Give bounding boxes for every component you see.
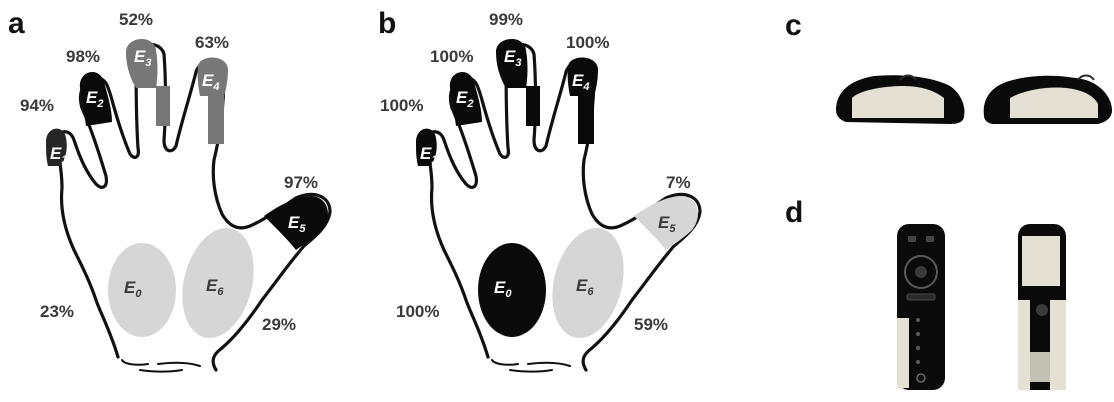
remote-front-view [897, 224, 945, 390]
panel-c-letter: c [785, 9, 802, 42]
label-a-E0-sub: 0 [135, 288, 142, 300]
percent-a-E4: 63% [195, 33, 229, 52]
label-b-E3: E [504, 47, 516, 66]
percent-b-E5: 7% [666, 173, 691, 192]
label-b-E1: E [420, 144, 432, 163]
label-a-E1-sub: 1 [61, 154, 67, 166]
label-a-E3: E [134, 47, 146, 66]
remote-back-view [1018, 224, 1066, 390]
percent-a-E6: 29% [262, 315, 296, 334]
label-b-E2: E [456, 88, 468, 107]
percent-b-E3: 99% [489, 10, 523, 29]
percent-b-E0: 100% [396, 302, 439, 321]
panel-c: c [785, 9, 1112, 124]
electrode-a-E0: E0 [108, 243, 176, 337]
label-b-E3-sub: 3 [515, 57, 521, 69]
label-b-E2-sub: 2 [466, 98, 473, 110]
percent-b-E4: 100% [566, 33, 609, 52]
label-b-E5: E [658, 213, 670, 232]
electrode-b-E6: E6 [541, 220, 634, 345]
mouse-left-view [836, 75, 964, 124]
electrode-b-E0: E0 [478, 243, 546, 337]
label-a-E0: E [124, 278, 136, 297]
electrode-a-E6: E6 [171, 220, 264, 345]
panel-d-letter: d [785, 196, 803, 229]
percent-a-E2: 98% [66, 47, 100, 66]
label-a-E2-sub: 2 [96, 98, 103, 110]
electrode-b-E5: E5 [634, 196, 698, 250]
percent-b-E6: 59% [634, 315, 668, 334]
panel-a-letter: a [8, 7, 25, 40]
percent-a-E0: 23% [40, 302, 74, 321]
label-a-E4: E [202, 71, 214, 90]
label-b-E0-sub: 0 [505, 288, 512, 300]
percent-b-E1: 100% [380, 96, 423, 115]
electrode-a-E5: E5 [264, 196, 328, 250]
label-b-E0: E [494, 278, 506, 297]
label-a-E2: E [86, 88, 98, 107]
panel-b-letter: b [378, 7, 396, 40]
label-b-E4: E [572, 71, 584, 90]
label-a-E6-sub: 6 [217, 286, 224, 298]
mouse-right-view [984, 76, 1112, 125]
label-a-E1: E [50, 144, 62, 163]
label-a-E4-sub: 4 [212, 81, 219, 93]
percent-a-E1: 94% [20, 96, 54, 115]
electrode-b-E1: E1 [416, 129, 437, 166]
percent-a-E5: 97% [284, 173, 318, 192]
label-a-E3-sub: 3 [145, 57, 151, 69]
electrode-a-E4: E4 [198, 57, 228, 144]
label-b-E6-sub: 6 [587, 286, 594, 298]
electrode-b-E4: E4 [568, 57, 598, 144]
percent-b-E2: 100% [430, 47, 473, 66]
electrode-a-E1: E1 [46, 129, 67, 166]
label-b-E1-sub: 1 [431, 154, 437, 166]
percent-a-E3: 52% [119, 10, 153, 29]
panel-b: b E1 E2 E3 E4 E5 [378, 7, 700, 372]
label-a-E5-sub: 5 [299, 223, 306, 235]
label-a-E6: E [206, 276, 218, 295]
label-b-E5-sub: 5 [669, 223, 676, 235]
panel-a: a E1 E2 E3 E4 E5 E0 [8, 7, 330, 372]
panel-d: d [785, 196, 1066, 390]
label-a-E5: E [288, 213, 300, 232]
label-b-E6: E [576, 276, 588, 295]
label-b-E4-sub: 4 [582, 81, 589, 93]
